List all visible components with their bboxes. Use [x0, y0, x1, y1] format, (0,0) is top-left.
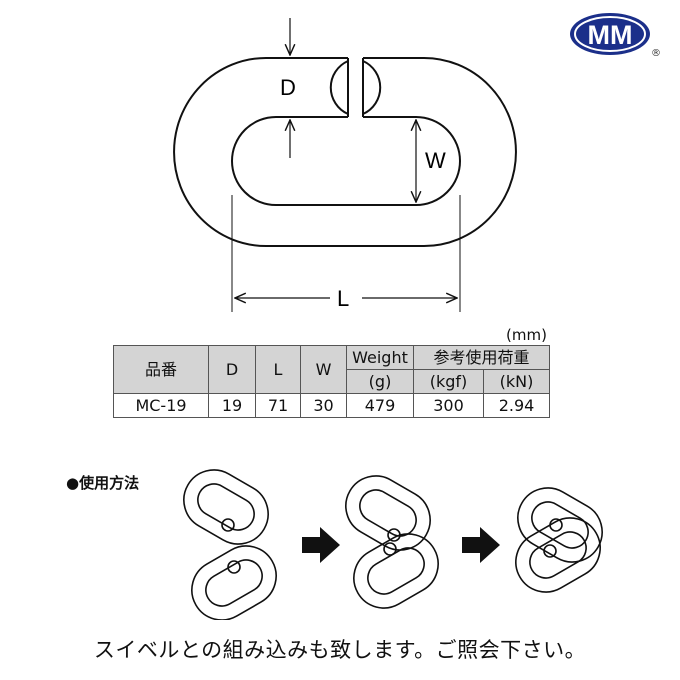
label-d: D	[280, 75, 296, 100]
cell-kgf: 300	[413, 393, 484, 418]
cell-l: 71	[255, 393, 301, 418]
registered-mark: ®	[651, 48, 661, 59]
logo-text: MM	[588, 20, 633, 50]
step1-link-upper	[183, 469, 269, 545]
cell-d: 19	[208, 393, 256, 418]
cell-name: MC-19	[113, 393, 209, 418]
step3-link-lower	[515, 517, 601, 593]
spec-table: 品番 D L W Weight 参考使用荷重 (g) (kgf) (kN) MC…	[113, 345, 550, 418]
header-d: D	[208, 345, 256, 394]
section-left-half	[329, 60, 349, 115]
label-w: W	[425, 148, 446, 173]
header-w: W	[300, 345, 347, 394]
cell-w: 30	[300, 393, 347, 418]
header-weight: Weight	[346, 345, 414, 370]
caption: スイベルとの組み込みも致します。ご照会下さい。	[93, 638, 587, 662]
section-right-half	[362, 60, 382, 115]
step2-link-lower	[353, 533, 439, 609]
link-inner-outline	[231, 116, 461, 206]
step1-gap-lower	[227, 560, 241, 574]
label-l: L	[337, 286, 349, 311]
table-header-row: 品番 D L W Weight 参考使用荷重	[113, 345, 550, 394]
header-kn: (kN)	[483, 369, 550, 394]
step2-link-upper	[345, 475, 431, 551]
step1-gap-upper	[221, 518, 235, 532]
header-weight-unit: (g)	[346, 369, 414, 394]
step-arrow-icon	[302, 527, 340, 563]
cell-kn: 2.94	[483, 393, 550, 418]
header-load: 参考使用荷重	[413, 345, 550, 370]
mm-logo: MM ®	[570, 13, 661, 59]
step3-link-upper	[517, 487, 603, 563]
header-kgf: (kgf)	[413, 369, 484, 394]
header-l: L	[255, 345, 301, 394]
link-dimension-diagram: D W L	[173, 18, 517, 312]
header-name: 品番	[113, 345, 209, 394]
usage-illustration	[183, 469, 603, 620]
step1-link-lower	[191, 545, 277, 620]
cell-weight: 479	[346, 393, 414, 418]
usage-title: ●使用方法	[66, 474, 140, 492]
link-outer-outline	[173, 57, 517, 247]
unit-label: (mm)	[506, 326, 547, 344]
step-arrow-icon	[462, 527, 500, 563]
table-row: MC-19 19 71 30 479 300 2.94	[113, 393, 550, 418]
